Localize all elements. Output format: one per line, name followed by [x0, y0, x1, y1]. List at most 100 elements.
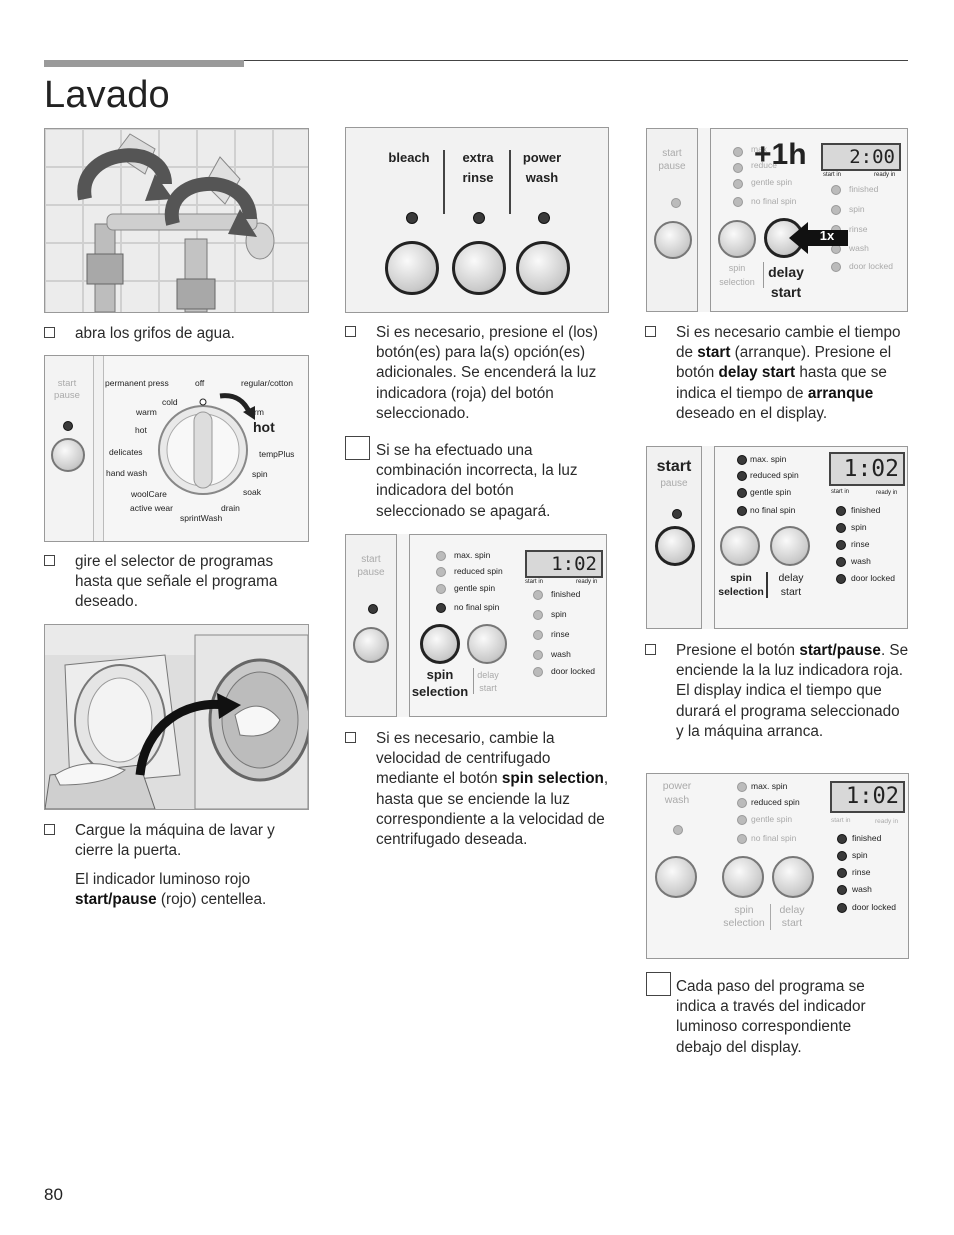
top-rule-accent — [44, 60, 244, 67]
dial-drain: drain — [221, 503, 240, 513]
door-locked-led — [831, 262, 841, 272]
wash-led — [836, 557, 846, 567]
no-final-spin-led — [733, 197, 743, 207]
figure-program-dial: start pause permanent press off regular/… — [44, 355, 309, 542]
figure-option-buttons: bleach extra rinse power wash — [345, 127, 609, 313]
start-pause-button[interactable] — [654, 221, 692, 259]
checkbox-bullet-icon — [44, 327, 55, 338]
checkbox-bullet-icon — [645, 644, 656, 655]
extra-rinse-button[interactable] — [452, 241, 506, 295]
finished-led — [533, 590, 543, 600]
selection-sub-label: selection — [723, 917, 765, 929]
dial-hot-highlight: hot — [253, 419, 275, 435]
start-label: start — [57, 378, 77, 389]
start-pause-button[interactable] — [51, 438, 85, 472]
top-rule — [44, 60, 908, 61]
start-pause-led — [368, 604, 378, 614]
press-count-label: 1x — [819, 228, 835, 243]
figure-program-running: power wash max. spin reduced spin gentle… — [646, 773, 909, 959]
start-pause-button[interactable] — [655, 526, 695, 566]
selection-sub-label: selection — [719, 277, 755, 287]
start-sub-label: start — [781, 917, 803, 929]
delay-sub-label: delay — [778, 572, 804, 584]
col3-note: Cada paso del programa se indica a travé… — [676, 978, 866, 1056]
bleach-button[interactable] — [385, 241, 439, 295]
dial-sprintwash: sprintWash — [180, 513, 223, 523]
door-locked-led — [837, 903, 847, 913]
spin-label-highlight: spin — [426, 667, 454, 682]
gentle-spin-label: gentle spin — [454, 583, 496, 593]
delay-label-highlight: delay — [768, 264, 804, 280]
reduced-label-partial: reduce — [751, 160, 777, 170]
page-number: 80 — [44, 1185, 63, 1204]
delay-start-button[interactable] — [467, 624, 507, 664]
time-display: 1:02 — [525, 550, 603, 578]
program-dial-knob[interactable] — [45, 356, 308, 541]
dial-active-wear: active wear — [130, 503, 173, 513]
dial-soak: soak — [243, 487, 261, 497]
note-marker-icon — [345, 436, 370, 460]
spin-selection-button[interactable] — [720, 526, 760, 566]
extra-label: extra — [462, 150, 494, 165]
start-label: start — [361, 554, 381, 565]
ready-in-label: ready in — [875, 818, 899, 825]
col1-step3: Cargue la máquina de lavar y cierre la p… — [44, 821, 300, 861]
spin-selection-button[interactable] — [722, 856, 764, 898]
start-pause-button[interactable] — [353, 627, 389, 663]
max-spin-led — [436, 551, 446, 561]
start-in-label: start in — [823, 172, 842, 178]
figure-start-pressed: start pause max. spin reduced spin gentl… — [646, 446, 908, 629]
reduced-spin-led — [733, 163, 743, 173]
rinse-label: rinse — [852, 867, 871, 877]
dial-tempplus: tempPlus — [259, 449, 295, 459]
col1-step3-note: El indicador luminoso rojo start/pause (… — [75, 871, 267, 909]
dial-delicates: delicates — [109, 447, 143, 457]
bleach-label: bleach — [388, 150, 430, 165]
spin-selection-button[interactable] — [420, 624, 460, 664]
ready-in-label: ready in — [876, 490, 898, 496]
time-display: 1:02 — [829, 452, 905, 486]
power-wash-button[interactable] — [655, 856, 697, 898]
no-final-spin-led — [436, 603, 446, 613]
press-arrow-icon — [789, 222, 848, 254]
start-pause-led — [63, 421, 73, 431]
finished-label: finished — [851, 505, 881, 515]
power-wash-button[interactable] — [516, 241, 570, 295]
dial-rm: rm — [254, 407, 264, 417]
delay-start-button[interactable] — [770, 526, 810, 566]
col2-step1: Si es necesario, presione el (los) botón… — [345, 323, 608, 424]
door-locked-label: door locked — [551, 666, 595, 676]
door-locked-led — [836, 574, 846, 584]
spin-selection-button[interactable] — [718, 220, 756, 258]
col2-step2: Si es necesario, cambie la velocidad de … — [345, 729, 612, 850]
door-locked-label: door locked — [849, 261, 893, 271]
col2-note1: Si se ha efectuado una combinación incor… — [376, 442, 578, 520]
delay-start-button[interactable] — [772, 856, 814, 898]
water-taps-illustration — [45, 129, 308, 312]
wash-option-label: wash — [664, 794, 690, 806]
rinse-label: rinse — [851, 539, 870, 549]
rinse-label: rinse — [551, 629, 570, 639]
max-spin-label: max. spin — [751, 781, 788, 791]
gentle-spin-label: gentle spin — [751, 177, 793, 187]
dial-warm: warm — [136, 407, 157, 417]
col1-step2: gire el selector de programas hasta que … — [44, 552, 305, 613]
door-locked-label: door locked — [851, 573, 895, 583]
spin-led — [836, 523, 846, 533]
reduced-spin-label: reduced spin — [454, 566, 503, 576]
finished-led — [831, 185, 841, 195]
max-spin-label: max. spin — [750, 454, 787, 464]
no-final-spin-led — [737, 506, 747, 516]
dial-permanent-press: permanent press — [105, 378, 169, 388]
gentle-spin-led — [737, 815, 747, 825]
selection-label-highlight: selection — [411, 684, 469, 699]
max-spin-led — [737, 782, 747, 792]
checkbox-bullet-icon — [645, 326, 656, 337]
pause-label: pause — [658, 161, 686, 172]
no-final-spin-label: no final spin — [454, 602, 500, 612]
spin-sub-label: spin — [728, 263, 746, 273]
dial-spin: spin — [252, 469, 268, 479]
start-pause-led — [672, 509, 682, 519]
gentle-spin-label: gentle spin — [750, 487, 792, 497]
dial-off: off — [195, 378, 205, 388]
